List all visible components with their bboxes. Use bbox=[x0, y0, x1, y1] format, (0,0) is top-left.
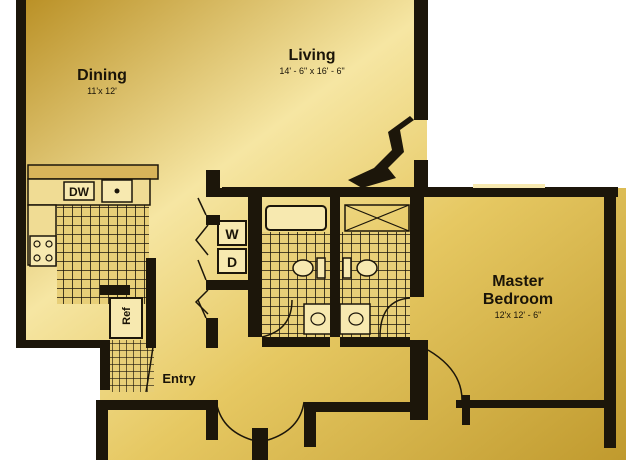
bathtub bbox=[265, 205, 327, 231]
refrigerator bbox=[109, 297, 143, 339]
washer-label: W bbox=[225, 226, 239, 242]
toilet-2 bbox=[356, 259, 378, 277]
kitchen-counter-top bbox=[27, 164, 159, 180]
toilet-1 bbox=[292, 259, 314, 277]
refrigerator-label: Ref bbox=[121, 307, 133, 325]
dishwasher-label: DW bbox=[69, 185, 89, 199]
entry-name: Entry bbox=[162, 371, 196, 386]
dining-room-label: Dining 11'x 12' bbox=[52, 68, 152, 96]
vanity-1 bbox=[303, 303, 335, 335]
washer bbox=[217, 220, 247, 246]
living-room-label: Living 14' - 6" x 16' - 6" bbox=[262, 48, 362, 76]
dryer bbox=[217, 248, 247, 274]
door-swings bbox=[145, 197, 463, 441]
dryer-label: D bbox=[226, 254, 238, 270]
master-bedroom-name-1: Master bbox=[492, 273, 544, 290]
living-name: Living bbox=[288, 47, 336, 64]
entry-label: Entry bbox=[154, 372, 204, 385]
stove bbox=[29, 235, 57, 267]
dining-dims: 11'x 12' bbox=[87, 86, 117, 96]
master-bedroom-name-2: Bedroom bbox=[482, 291, 554, 308]
dishwasher bbox=[63, 181, 95, 201]
shower bbox=[344, 204, 410, 232]
walls bbox=[16, 0, 618, 460]
vanity-2 bbox=[339, 303, 371, 335]
living-dims: 14' - 6" x 16' - 6" bbox=[279, 66, 345, 76]
sink-drain bbox=[114, 188, 120, 194]
master-bedroom-label: Master Bedroom 12'x 12' - 6" bbox=[468, 274, 568, 320]
master-bedroom-dims: 12'x 12' - 6" bbox=[494, 310, 542, 320]
dining-name: Dining bbox=[77, 67, 127, 84]
